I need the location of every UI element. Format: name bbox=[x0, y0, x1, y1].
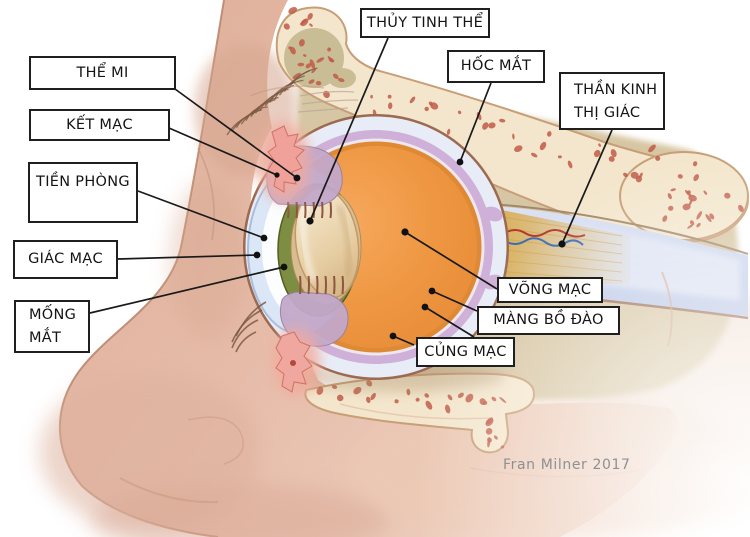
leader-giac-mac bbox=[117, 254, 258, 260]
label-than-kinh-thi-giac-text: THẦN KINH THỊ GIÁC bbox=[574, 82, 658, 121]
artist-credit: Fran Milner 2017 bbox=[503, 457, 631, 473]
label-cung-mac: CỦNG MẠC bbox=[416, 337, 515, 367]
label-the-mi-text: THỂ MI bbox=[76, 64, 129, 81]
leader-vong-mac bbox=[404, 231, 498, 290]
leader-dots bbox=[253, 158, 566, 340]
label-thuy-tinh-the: THỦY TINH THỂ bbox=[360, 8, 490, 38]
leader-thuy-tinh-the bbox=[309, 37, 389, 222]
leader-tien-phong bbox=[137, 190, 265, 239]
label-mong-mat: MỐNG MẮT bbox=[14, 300, 90, 353]
label-mong-mat-text: MỐNG MẮT bbox=[29, 306, 77, 346]
label-than-kinh-thi-giac: THẦN KINH THỊ GIÁC bbox=[559, 72, 665, 130]
label-vong-mac: VÕNG MẠC bbox=[497, 277, 603, 303]
label-tien-phong-text: TIỀN PHÒNG bbox=[36, 174, 130, 190]
leader-than-kinh-thi-giac bbox=[561, 129, 613, 245]
leader-mang-bo-dao bbox=[431, 290, 478, 312]
leader-hoc-mat bbox=[459, 82, 492, 163]
label-cung-mac-text: CỦNG MẠC bbox=[424, 343, 507, 360]
label-ket-mac-text: KẾT MẠC bbox=[66, 116, 133, 133]
label-vong-mac-text: VÕNG MẠC bbox=[508, 281, 592, 298]
label-the-mi: THỂ MI bbox=[29, 56, 176, 90]
leader-ket-mac bbox=[168, 127, 278, 176]
leader-lines bbox=[89, 37, 613, 346]
label-hoc-mat-text: HỐC MẮT bbox=[460, 58, 532, 74]
leader-mong-mat bbox=[89, 266, 285, 314]
label-ket-mac: KẾT MẠC bbox=[29, 109, 170, 141]
leader-the-mi bbox=[174, 88, 298, 179]
label-mang-bo-dao: MÀNG BỒ ĐÀO bbox=[477, 306, 620, 335]
label-mang-bo-dao-text: MÀNG BỒ ĐÀO bbox=[493, 312, 604, 328]
label-giac-mac-text: GIÁC MẠC bbox=[28, 251, 103, 267]
label-tien-phong: TIỀN PHÒNG bbox=[28, 162, 138, 223]
label-thuy-tinh-the-text: THỦY TINH THỂ bbox=[366, 14, 484, 31]
leader-cung-mac-b bbox=[392, 335, 415, 346]
label-hoc-mat: HỐC MẮT bbox=[447, 50, 545, 83]
label-giac-mac: GIÁC MẠC bbox=[13, 240, 118, 279]
leader-cung-mac-a bbox=[424, 306, 475, 338]
